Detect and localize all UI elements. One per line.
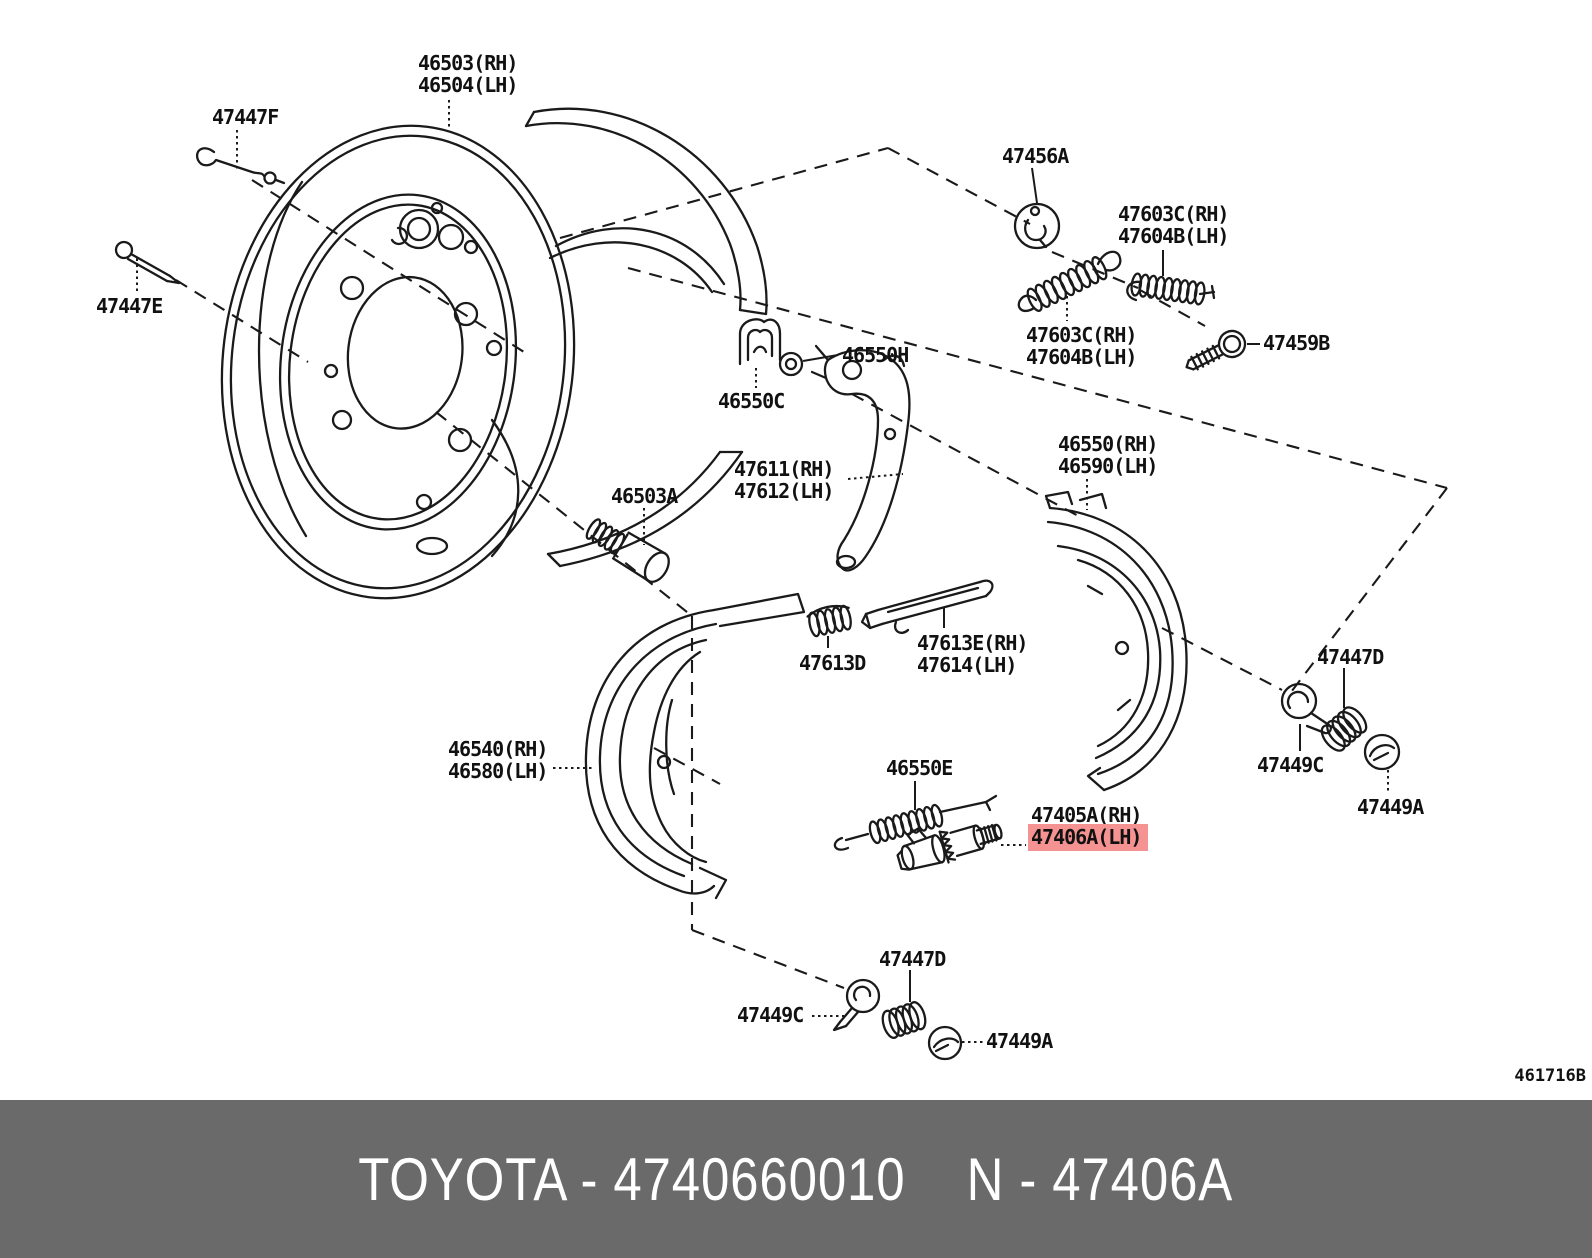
label-line: 47613D xyxy=(799,651,866,675)
label-line: 47612(LH) xyxy=(734,479,834,503)
drawing-clip-46550C xyxy=(738,318,782,366)
drawing-spring-47603C-top xyxy=(1126,272,1216,306)
drawing-spring-46550E xyxy=(833,794,998,851)
part-label-46550E[interactable]: 46550E xyxy=(886,756,953,780)
label-line: 47449C xyxy=(737,1003,804,1027)
footer-part-number: TOYOTA - 4740660010 xyxy=(358,1145,906,1213)
part-label-47405A-47406A[interactable]: 47405A(RH) 47406A(LH) xyxy=(1028,803,1149,851)
drawing-bolt-47459B xyxy=(1185,329,1247,371)
part-label-47447E[interactable]: 47447E xyxy=(96,294,163,318)
part-label-47456A[interactable]: 47456A xyxy=(1002,144,1069,168)
assembly-dashed-lines xyxy=(175,146,1448,989)
label-line: 47447F xyxy=(212,105,279,129)
part-label-46503-46504[interactable]: 46503(RH) 46504(LH) xyxy=(418,51,518,97)
label-line: 47603C(RH) xyxy=(1118,202,1229,226)
part-label-47603C-47604B-mid[interactable]: 47603C(RH) 47604B(LH) xyxy=(1026,323,1137,369)
label-line: 46504(LH) xyxy=(418,73,518,97)
label-line: 47614(LH) xyxy=(917,653,1017,677)
drawing-brake-shoe-46540 xyxy=(584,592,806,900)
part-label-46503A[interactable]: 46503A xyxy=(611,484,678,508)
label-line: 47459B xyxy=(1263,331,1330,355)
label-line: 47449C xyxy=(1257,753,1324,777)
drawing-spring-47447D-bottom xyxy=(881,1001,927,1039)
footer-banner: TOYOTA - 4740660010 N - 47406A xyxy=(0,1100,1592,1258)
part-label-47449A-right[interactable]: 47449A xyxy=(1357,795,1424,819)
label-line: 46540(RH) xyxy=(448,737,548,761)
part-label-47449A-bottom[interactable]: 47449A xyxy=(986,1029,1053,1053)
label-line: 47447D xyxy=(1317,645,1384,669)
highlighted-part-label[interactable]: 47406A(LH) xyxy=(1028,824,1149,851)
label-line: 47405A(RH) xyxy=(1031,803,1142,827)
drawing-brake-shoe-46550 xyxy=(1044,490,1188,792)
drawing-pin-47449C-bottom xyxy=(832,978,881,1032)
part-label-46540-46580[interactable]: 46540(RH) 46580(LH) xyxy=(448,737,548,783)
drawing-strut-47613E xyxy=(860,579,994,634)
label-line: 47613E(RH) xyxy=(917,631,1028,655)
label-line: 47604B(LH) xyxy=(1118,224,1229,248)
label-line: 47449A xyxy=(1357,795,1424,819)
drawing-bolt-46503A xyxy=(585,518,670,583)
label-line: 46550E xyxy=(886,756,953,780)
part-label-47613E-47614[interactable]: 47613E(RH) 47614(LH) xyxy=(917,631,1028,677)
drawing-ring-46550H xyxy=(778,351,804,377)
diagram-reference-code: 461716B xyxy=(1514,1066,1586,1086)
drawing-backing-plate xyxy=(220,107,768,600)
label-line: 47406A(LH) xyxy=(1028,824,1149,851)
part-label-47459B[interactable]: 47459B xyxy=(1263,331,1330,355)
drawing-spring-47447D-right xyxy=(1320,706,1368,752)
label-line: 47447E xyxy=(96,294,163,318)
part-label-47603C-47604B-top[interactable]: 47603C(RH) 47604B(LH) xyxy=(1118,202,1229,248)
part-label-47449C-right[interactable]: 47449C xyxy=(1257,753,1324,777)
drawing-pin-47447E xyxy=(114,240,181,285)
part-label-47447D-right[interactable]: 47447D xyxy=(1317,645,1384,669)
drawing-spring-47603C-mid xyxy=(1017,250,1122,313)
label-line: 46550(RH) xyxy=(1058,432,1158,456)
drawing-clip-47447F xyxy=(195,147,286,185)
label-line: 47611(RH) xyxy=(734,457,834,481)
part-label-47447D-bottom[interactable]: 47447D xyxy=(879,947,946,971)
label-line: 46550H xyxy=(842,343,909,367)
label-line: 47456A xyxy=(1002,144,1069,168)
part-label-46550-46590[interactable]: 46550(RH) 46590(LH) xyxy=(1058,432,1158,478)
label-line: 46503A xyxy=(611,484,678,508)
exploded-diagram-artwork xyxy=(114,100,1448,1061)
footer-catalog-code: N - 47406A xyxy=(966,1145,1234,1213)
label-line: 47447D xyxy=(879,947,946,971)
part-label-46550H[interactable]: 46550H xyxy=(842,343,909,367)
label-line: 46590(LH) xyxy=(1058,454,1158,478)
part-label-47613D[interactable]: 47613D xyxy=(799,651,866,675)
footer-text: TOYOTA - 4740660010 N - 47406A xyxy=(359,1145,1234,1214)
drawing-lever-47611 xyxy=(810,344,911,572)
label-line: 46503(RH) xyxy=(418,51,518,75)
drawing-cap-47449A-bottom xyxy=(927,1025,963,1061)
label-line: 47604B(LH) xyxy=(1026,345,1137,369)
label-line: 47603C(RH) xyxy=(1026,323,1137,347)
drawing-cap-47449A-right xyxy=(1363,733,1401,771)
drawing-pin-47449C-right xyxy=(1280,682,1332,735)
part-label-46550C[interactable]: 46550C xyxy=(718,389,785,413)
drawing-adjuster-47406A xyxy=(896,823,1003,871)
label-line: 47449A xyxy=(986,1029,1053,1053)
label-line: 46580(LH) xyxy=(448,759,548,783)
label-leader-lines xyxy=(136,100,1389,1043)
drawing-cushion-47613D xyxy=(806,604,852,638)
part-label-47611-47612[interactable]: 47611(RH) 47612(LH) xyxy=(734,457,834,503)
label-line: 46550C xyxy=(718,389,785,413)
part-label-47449C-bottom[interactable]: 47449C xyxy=(737,1003,804,1027)
part-label-47447F[interactable]: 47447F xyxy=(212,105,279,129)
drawing-cam-47456A xyxy=(1013,202,1061,250)
